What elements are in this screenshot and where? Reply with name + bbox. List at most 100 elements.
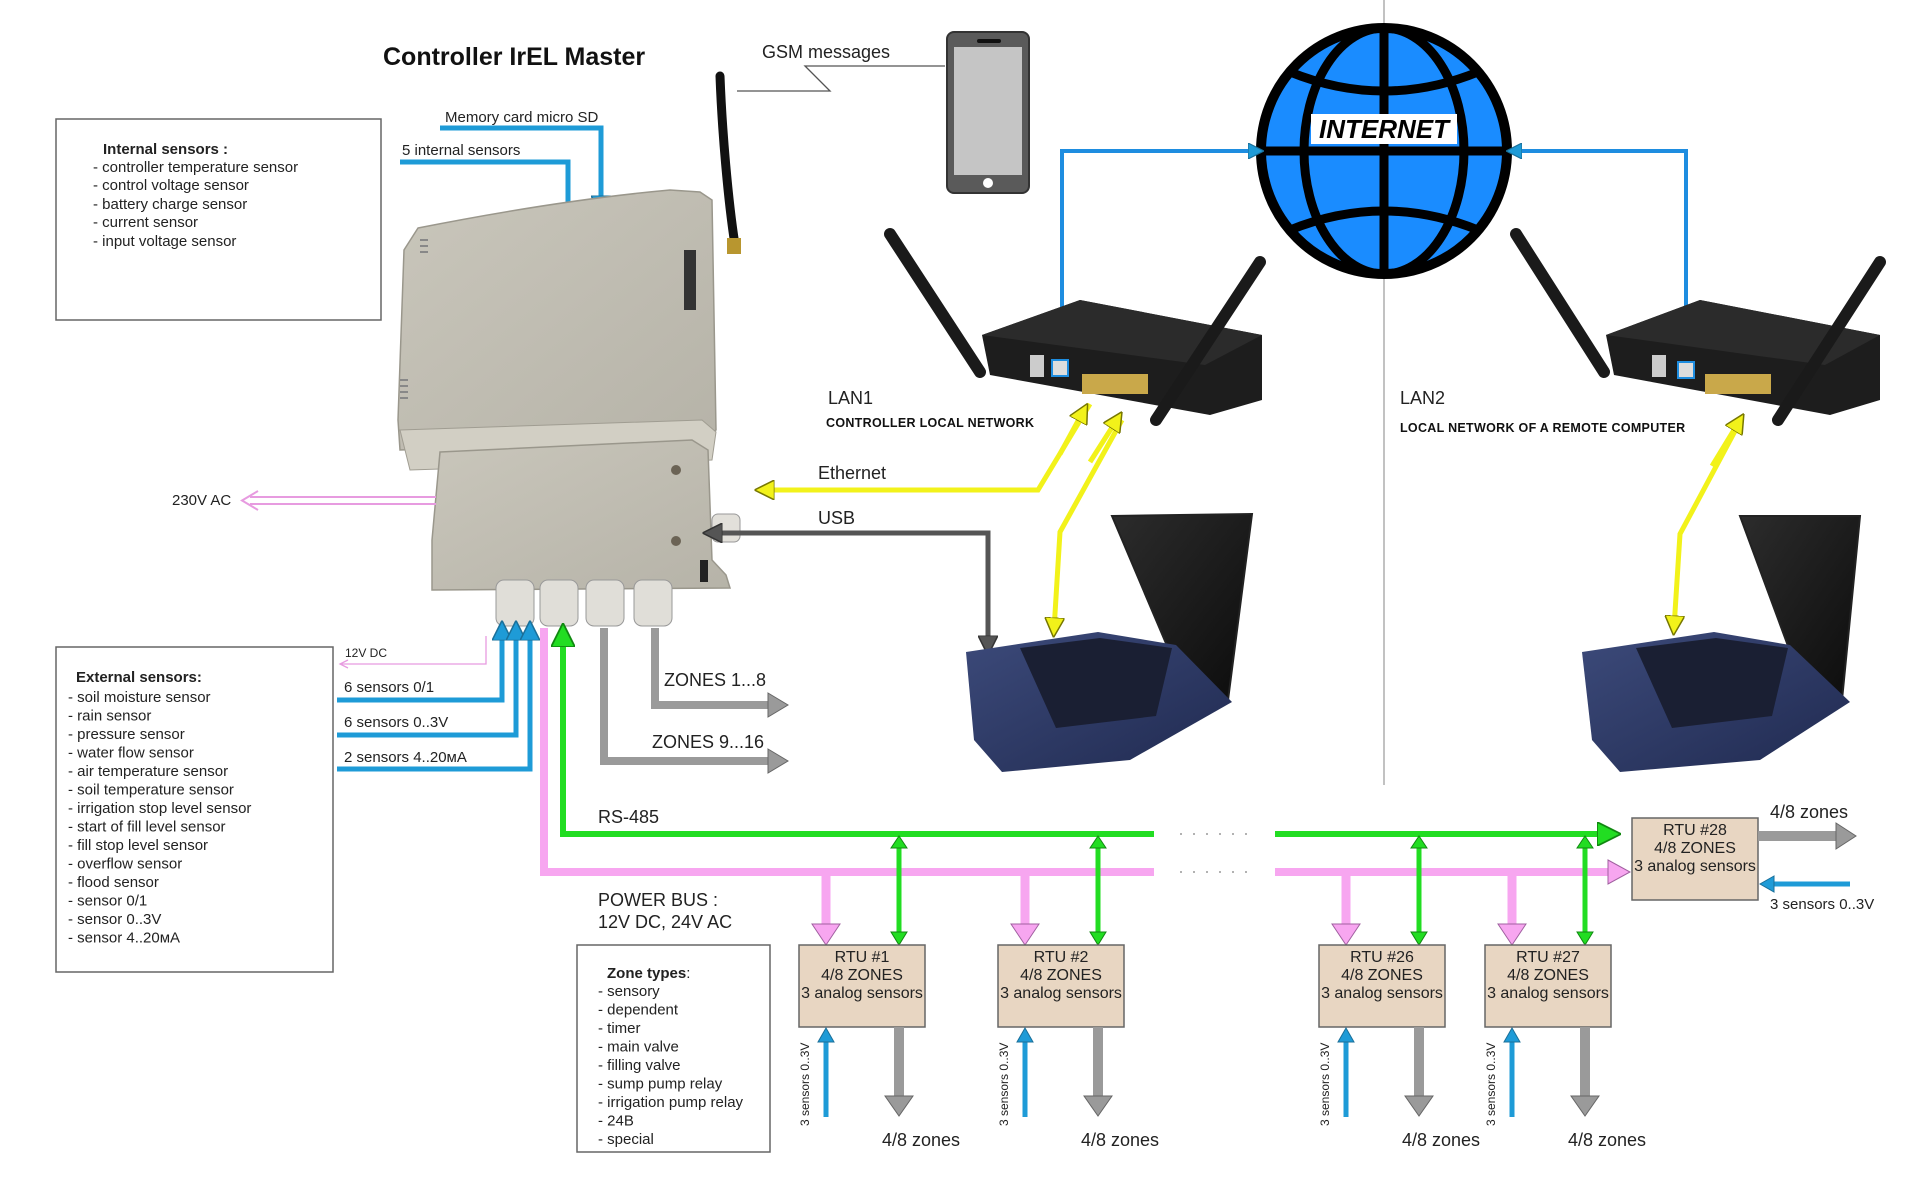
sd-card-slot [684, 250, 696, 310]
rtu-output-label: 4/8 zones [1770, 802, 1848, 822]
rtu-zone-arrowhead [1083, 1095, 1113, 1117]
internal-sensor-item: - battery charge sensor [93, 196, 247, 213]
rtu-rs485-arrow-up [890, 835, 908, 849]
dc-power-callout: 12V DC [338, 636, 487, 669]
vent-grille [400, 239, 428, 399]
gsm-antenna [715, 71, 740, 250]
external-sensor-item: - fill stop level sensor [68, 837, 208, 854]
zone-types-heading: Zone types: [607, 965, 690, 982]
lan1-laptop-arrow-up [1087, 418, 1118, 464]
external-sensors-list: - soil moisture sensor- rain sensor- pre… [68, 689, 251, 947]
rtu-name: RTU #27 [1516, 949, 1580, 966]
external-sensor-item: - pressure sensor [68, 726, 185, 743]
usb-cable [710, 533, 991, 640]
bottom-cable-glands [495, 579, 673, 627]
dc-power-line [340, 636, 487, 665]
internet-globe-icon: INTERNET [1256, 0, 1512, 785]
rtu-sensor-input-label: 3 sensors 0..3V [798, 1043, 812, 1126]
rtu-name: RTU #28 [1663, 822, 1727, 839]
usb-port [700, 560, 708, 582]
rtu-name: RTU #1 [835, 949, 890, 966]
rtu-sensors: 3 analog sensors [1487, 985, 1609, 1002]
external-sensors-heading: External sensors: [76, 669, 202, 686]
rtu-sensor-arrowhead [1337, 1026, 1355, 1043]
rtu-sensors: 3 analog sensors [1000, 985, 1122, 1002]
rtu-sensor-input-label: 3 sensors 0..3V [997, 1043, 1011, 1126]
zone-type-item: - sensory [598, 983, 660, 1000]
lan2-title: LAN2 [1400, 388, 1445, 408]
screw [671, 536, 681, 546]
lan2-laptop-cable [1674, 416, 1745, 628]
zone-output-line [600, 628, 770, 765]
rtu-box [997, 944, 1125, 1028]
rtu-output-label: 4/8 zones [1568, 1130, 1646, 1150]
zone-output-label: ZONES 1...8 [664, 670, 766, 690]
sensor-input-line [337, 628, 502, 703]
phone-icon [946, 31, 1030, 194]
rtu-zones: 4/8 ZONES [821, 967, 903, 984]
rtu-rs485-arrow-up [1410, 835, 1428, 849]
lan1-title: LAN1 [828, 388, 873, 408]
dc-arrow-head [338, 659, 349, 669]
power-bus-label-2: 12V DC, 24V AC [598, 912, 732, 932]
power-bus-line-left [540, 628, 1154, 876]
rtu-sensors: 3 analog sensors [1634, 858, 1756, 875]
zone-output-arrowhead [767, 692, 789, 718]
rtu-zone-arrowhead [1570, 1095, 1600, 1117]
rtu-power-arrowhead [1331, 923, 1361, 946]
internal-sensor-item: - input voltage sensor [93, 233, 236, 250]
internal-sensors-box: Internal sensors : - controller temperat… [55, 118, 382, 321]
lan2-laptop-arrow-up [1709, 420, 1740, 468]
rtu-name: RTU #26 [1350, 949, 1414, 966]
ethernet-arrow-router [1057, 410, 1084, 456]
sensor-input-line [337, 628, 530, 772]
memory-card-callout: Memory card micro SD [440, 109, 601, 208]
rtu-zone-arrowhead [1835, 822, 1857, 850]
zone-output-label: ZONES 9...16 [652, 732, 764, 752]
external-sensor-item: - air temperature sensor [68, 763, 228, 780]
external-sensor-item: - start of fill level sensor [68, 819, 226, 836]
ac-power-callout: 230V AC [172, 490, 436, 511]
rtu-name: RTU #2 [1034, 949, 1089, 966]
zone-type-item: - dependent [598, 1002, 679, 1019]
rtu-zones: 4/8 ZONES [1654, 840, 1736, 857]
zone-type-item: - special [598, 1131, 654, 1148]
memory-card-arrow [440, 125, 601, 208]
rs485-bus: RS-485 [563, 632, 1612, 834]
screw [671, 465, 681, 475]
external-sensor-item: - soil moisture sensor [68, 689, 211, 706]
internal-sensor-item: - controller temperature sensor [93, 159, 298, 176]
zone-type-item: - sump pump relay [598, 1076, 723, 1093]
internet-label: INTERNET [1319, 114, 1451, 144]
rtu-output-label: 4/8 zones [1081, 1130, 1159, 1150]
controller-lower-housing [431, 439, 732, 591]
lan1-subtitle: CONTROLLER LOCAL NETWORK [826, 416, 1034, 430]
ac-arrow-head [240, 490, 259, 511]
rs485-label: RS-485 [598, 807, 659, 827]
gsm-label: GSM messages [762, 42, 890, 62]
power-bus-label-1: POWER BUS : [598, 890, 718, 910]
rtu-power-arrowhead [1010, 923, 1040, 946]
zone-types-box: Zone types: - sensory- dependent- timer-… [576, 944, 771, 1153]
external-sensor-item: - soil temperature sensor [68, 782, 234, 799]
sensor-input-label: 6 sensors 0/1 [344, 679, 434, 696]
external-sensors-box: External sensors: - soil moisture sensor… [55, 646, 334, 973]
gsm-callout: GSM messages [737, 42, 945, 92]
rtu-sensor-arrowhead [1503, 1026, 1521, 1043]
rtu-box [1318, 944, 1446, 1028]
rtu-rs485-arrow-up [1089, 835, 1107, 849]
external-sensor-item: - water flow sensor [68, 745, 194, 762]
usb-label: USB [818, 508, 855, 528]
router-lan1-icon [884, 228, 1266, 426]
controller-upper-housing [397, 189, 717, 451]
rtu-rs485-arrow-down [1576, 931, 1594, 946]
rtu-sensor-arrowhead [1758, 875, 1775, 893]
rtu-sensor-input-label: 3 sensors 0..3V [1318, 1043, 1332, 1126]
internal-sensors-label: 5 internal sensors [402, 142, 520, 159]
external-sensor-item: - irrigation stop level sensor [68, 800, 251, 817]
external-sensor-item: - flood sensor [68, 874, 159, 891]
